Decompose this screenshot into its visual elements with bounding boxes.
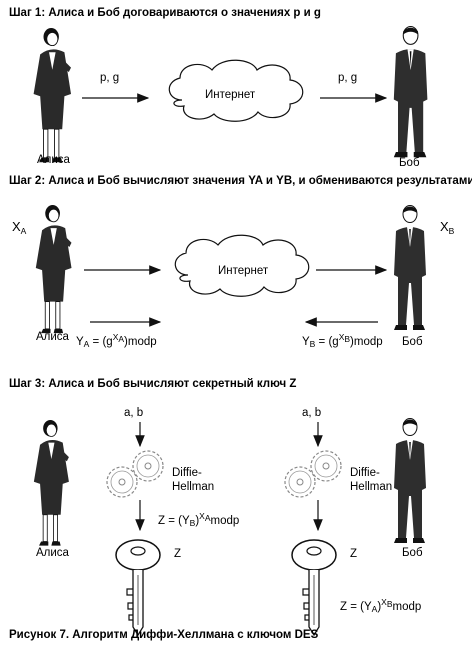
xb-label: XB [440,219,455,236]
pg-label-right: p, g [338,72,357,84]
xa-label: XA [12,219,27,236]
alice-label-step1: Алиса [37,154,71,166]
figure-caption: Рисунок 7. Алгоритм Диффи-Хеллмана с клю… [9,629,319,641]
step3-title: Шаг 3: Алиса и Боб вычисляют секретный к… [9,378,296,390]
dh-label-left-1: Diffie- [172,467,202,479]
key-label-left: Z [174,548,181,560]
alice-label-step2: Алиса [36,331,70,343]
input-ab-left: a, b [124,407,143,419]
dh-label-right-2: Hellman [350,481,392,493]
input-ab-right: a, b [302,407,321,419]
ya-formula: YA = (gXA)modp [76,332,157,349]
dh-label-right-1: Diffie- [350,467,380,479]
pg-label-left: p, g [100,72,119,84]
internet-label-step2: Интернет [218,265,269,277]
key-label-right: Z [350,548,357,560]
bob-figure-step3 [393,418,427,544]
internet-label-step1: Интернет [205,89,256,101]
bob-figure-step1 [393,25,428,158]
bob-label-step2: Боб [402,336,423,348]
gear-icon-right-2 [310,450,342,482]
key-icon-left [115,539,161,636]
step1-title: Шаг 1: Алиса и Боб договариваются о знач… [9,7,321,19]
gear-icon-right-1 [284,466,316,498]
yb-formula: YB = (gXB)modp [302,332,383,349]
alice-figure-step2 [35,204,73,334]
step2-title: Шаг 2: Алиса и Боб вычисляют значения YA… [9,175,472,187]
alice-figure-step1 [33,27,72,163]
key-icon-right [291,539,337,636]
z-formula-right: Z = (YA)XBmodp [340,597,421,614]
bob-figure-step2 [393,205,427,331]
z-formula-left: Z = (YB)XAmodp [158,511,239,528]
dh-label-left-2: Hellman [172,481,214,493]
bob-label-step1: Боб [399,157,420,169]
alice-label-step3: Алиса [36,547,70,559]
gear-icon-left-1 [106,466,138,498]
bob-label-step3: Боб [402,547,423,559]
gear-icon-left-2 [132,450,164,482]
alice-figure-step3 [33,419,70,547]
